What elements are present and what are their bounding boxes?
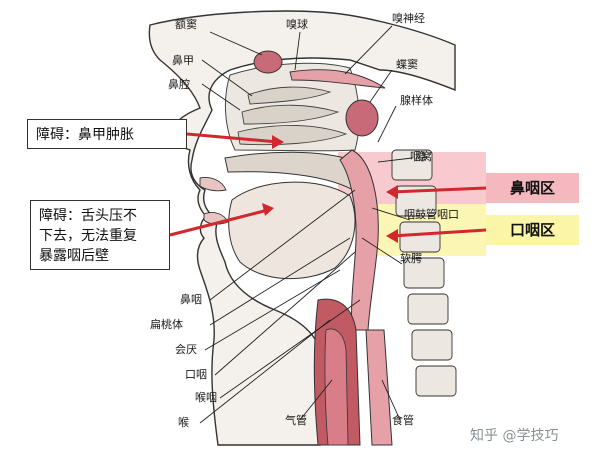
- turbinate-middle: [241, 104, 340, 125]
- arrow-turbinate: [186, 132, 279, 144]
- callout-tongue-obstruction: 障碍：舌头压不 下去，无法重复 暴露咽后壁: [30, 200, 170, 270]
- esophagus-tube: [365, 329, 393, 446]
- pharynx-airway: [339, 149, 379, 331]
- arrow-nasopharynx: [391, 186, 487, 194]
- label-laryngopharynx: 喉咽: [195, 391, 217, 404]
- label-sphenoid-sinus: 蝶窦: [396, 57, 418, 71]
- label-olfactory-bulb: 嗅球: [286, 17, 308, 31]
- callout-turbinate-text: 障碍：鼻甲肿胀: [36, 127, 134, 143]
- label-nasal-concha: 鼻甲: [172, 53, 194, 67]
- label-oropharynx: 口咽: [185, 368, 207, 381]
- arrow-nasopharynx-head: [386, 185, 398, 199]
- arrow-tongue-head: [262, 203, 274, 216]
- callout-tongue-line3: 暴露咽后壁: [39, 248, 109, 264]
- trachea-lumen: [324, 328, 349, 446]
- label-pharyngeal-recess: 咽隐窝: [410, 149, 432, 163]
- label-larynx: 喉: [178, 416, 189, 429]
- turbinate-upper: [247, 86, 332, 105]
- tongue: [228, 181, 356, 280]
- label-tonsil: 扁桃体: [150, 317, 183, 331]
- label-trachea: 气管: [285, 413, 307, 427]
- watermark: 知乎 @学技巧: [470, 428, 559, 444]
- label-epiglottis: 会厌: [175, 343, 197, 356]
- oropharynx-zone-tag: 口咽区: [486, 215, 579, 245]
- olfactory-band: [289, 69, 386, 89]
- arrow-oropharynx: [391, 228, 487, 238]
- arrow-tongue: [169, 208, 269, 237]
- label-nasal-cavity: 鼻腔: [168, 77, 190, 91]
- nasopharynx-zone-tag: 鼻咽区: [486, 173, 579, 203]
- callout-tongue-line1: 障碍：舌头压不: [39, 208, 137, 224]
- callout-turbinate-swelling: 障碍：鼻甲肿胀: [27, 119, 187, 149]
- frontal-sinus-shape: [253, 50, 283, 74]
- label-nasopharynx: 鼻咽: [180, 292, 202, 306]
- callout-tongue-line2: 下去，无法重复: [39, 228, 137, 244]
- label-tubal-opening: 咽鼓管咽口: [404, 207, 459, 221]
- label-adenoid: 腺样体: [400, 93, 433, 107]
- label-soft-palate: 软腭: [400, 251, 422, 265]
- arrow-turbinate-head: [272, 135, 284, 149]
- cervical-spine: [391, 149, 457, 397]
- upper-lip: [199, 177, 227, 192]
- label-esophagus: 食管: [392, 413, 414, 427]
- label-frontal-sinus: 额窦: [175, 18, 197, 31]
- arrow-oropharynx-head: [386, 229, 398, 243]
- red-arrows: [169, 132, 487, 243]
- sphenoid-sinus-shape: [345, 99, 379, 137]
- label-olfactory-nerve: 嗅神经: [392, 11, 425, 25]
- skull-outline: [148, 10, 456, 446]
- leader-lines: [199, 25, 413, 424]
